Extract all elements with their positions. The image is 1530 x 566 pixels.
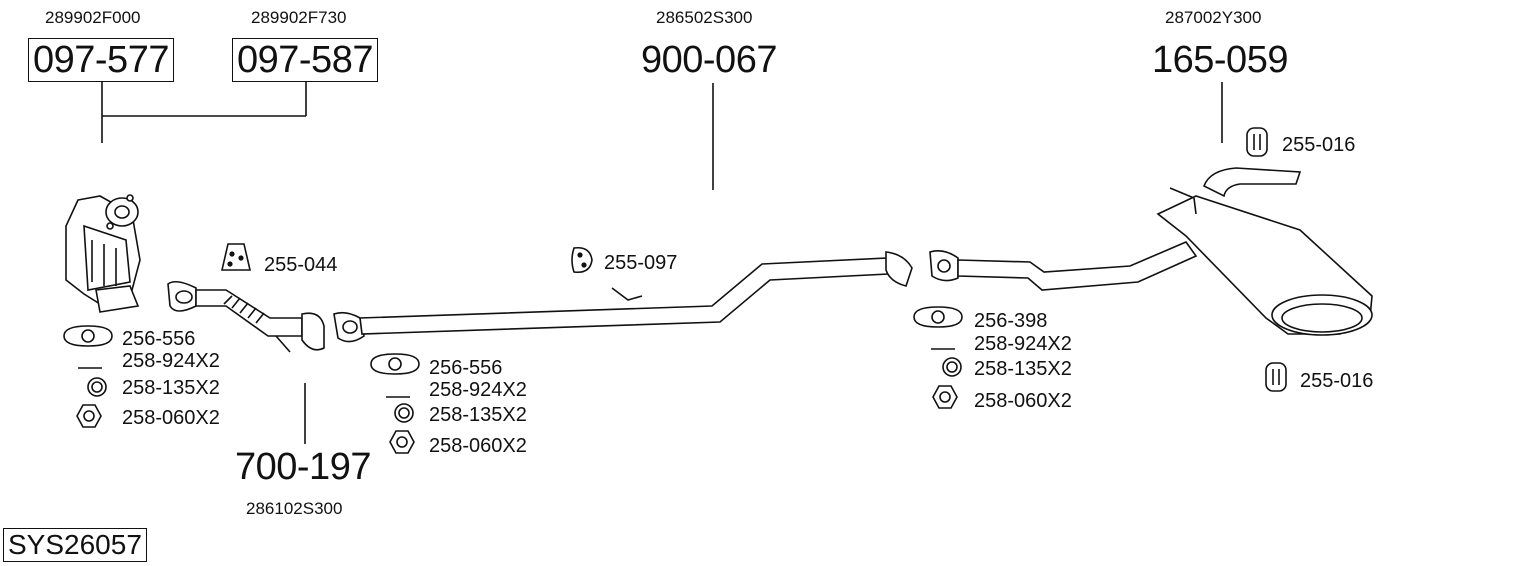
- nut-icon: [76, 404, 102, 428]
- front-pipe-oem: 286102S300: [246, 499, 343, 518]
- middle-pipe-drawing: [333, 251, 913, 343]
- middle-mount-label[interactable]: 255-097: [604, 252, 678, 274]
- spring-washer-icon: [87, 377, 107, 397]
- nut-icon: [932, 385, 958, 409]
- gasket-icon: [913, 306, 963, 328]
- front-spring-label[interactable]: 258-135X2: [429, 404, 527, 426]
- nut-icon: [389, 430, 415, 454]
- front-mount-label[interactable]: 255-044: [264, 254, 338, 276]
- catalyst-a-part[interactable]: 097-577: [28, 38, 174, 82]
- spring-washer-icon: [942, 357, 962, 377]
- cat-bolt-label[interactable]: 258-924X2: [122, 350, 220, 372]
- rear-gasket-label[interactable]: 256-398: [974, 310, 1048, 332]
- cat-nut-label[interactable]: 258-060X2: [122, 407, 220, 429]
- rear-mount-top-label[interactable]: 255-016: [1282, 134, 1356, 156]
- middle-pipe-part[interactable]: 900-067: [641, 39, 777, 81]
- rear-nut-label[interactable]: 258-060X2: [974, 390, 1072, 412]
- front-pipe-drawing: [167, 280, 325, 353]
- hanger-icon: [1246, 127, 1268, 157]
- rear-mount-bottom-label[interactable]: 255-016: [1300, 370, 1374, 392]
- catalyst-bracket-lines: [101, 82, 307, 143]
- rear-silencer-drawing: [929, 167, 1373, 336]
- catalyst-b-part[interactable]: 097-587: [232, 38, 378, 82]
- gasket-icon: [63, 325, 113, 347]
- front-bolt-label[interactable]: 258-924X2: [429, 379, 527, 401]
- rear-spring-label[interactable]: 258-135X2: [974, 358, 1072, 380]
- catalyst-a-oem: 289902F000: [45, 8, 141, 27]
- hanger-icon: [1265, 362, 1287, 392]
- middle-pipe-oem: 286502S300: [656, 8, 753, 27]
- front-gasket-label[interactable]: 256-556: [429, 357, 503, 379]
- rubber-mount-icon: [220, 243, 252, 271]
- rear-silencer-part[interactable]: 165-059: [1152, 39, 1288, 81]
- front-pipe-part[interactable]: 700-197: [235, 446, 371, 488]
- cat-spring-label[interactable]: 258-135X2: [122, 377, 220, 399]
- rear-bolt-label[interactable]: 258-924X2: [974, 333, 1072, 355]
- catalyst-b-oem: 289902F730: [251, 8, 347, 27]
- catalytic-converter-drawing: [65, 194, 141, 313]
- cat-gasket-label[interactable]: 256-556: [122, 328, 196, 350]
- rubber-mount-icon: [571, 246, 593, 274]
- rear-silencer-oem: 287002Y300: [1165, 8, 1262, 27]
- spring-washer-icon: [394, 403, 414, 423]
- front-nut-label[interactable]: 258-060X2: [429, 435, 527, 457]
- gasket-icon: [370, 353, 420, 375]
- system-id: SYS26057: [3, 528, 147, 562]
